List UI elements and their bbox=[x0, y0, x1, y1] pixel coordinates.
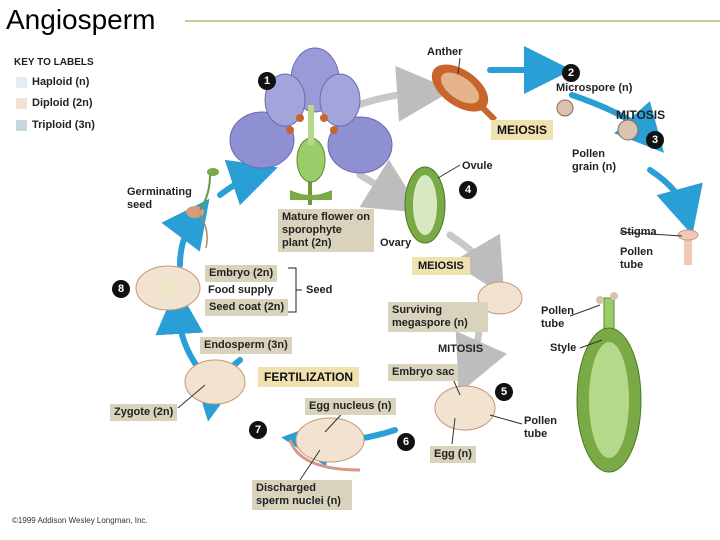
mitosis-mid-label: MITOSIS bbox=[438, 343, 484, 355]
meiosis-top-label: MEIOSIS bbox=[491, 120, 554, 140]
step-5-badge: 5 bbox=[495, 383, 513, 401]
endosperm-label: Endosperm (3n) bbox=[200, 337, 292, 354]
ovary-label: Ovary bbox=[380, 237, 412, 249]
step-1-badge: 1 bbox=[258, 72, 276, 90]
pollen-grain-label: Pollen grain (n) bbox=[572, 148, 616, 173]
egg-nucleus-label: Egg nucleus (n) bbox=[305, 398, 396, 415]
key-label-triploid: Triploid (3n) bbox=[32, 119, 95, 131]
key-heading: KEY TO LABELS bbox=[14, 57, 94, 68]
germinating-seed-label: Germinating seed bbox=[127, 186, 192, 211]
surviving-megaspore-label: Surviving megaspore (n) bbox=[388, 302, 488, 332]
step-7-badge: 7 bbox=[249, 421, 267, 439]
fertilization-illustration bbox=[295, 417, 365, 463]
stigma-label: Stigma bbox=[620, 226, 657, 238]
step-8-badge: 8 bbox=[112, 280, 130, 298]
ovule-label: Ovule bbox=[462, 160, 493, 172]
slide-title: Angiosperm bbox=[6, 4, 156, 35]
key-label-haploid: Haploid (n) bbox=[32, 76, 90, 88]
embryo-sac-illustration bbox=[434, 385, 496, 431]
seed-coat-label: Seed coat (2n) bbox=[205, 299, 289, 316]
pollen-grain-cell bbox=[617, 119, 639, 141]
anther-label: Anther bbox=[427, 46, 463, 58]
microspore-cell bbox=[556, 99, 574, 117]
pistil-illustration bbox=[576, 292, 642, 473]
microspore-label: Microspore (n) bbox=[556, 82, 633, 94]
key-swatch-triploid bbox=[16, 120, 27, 131]
style-label: Style bbox=[550, 342, 577, 354]
pollen-tube-right-label: Pollen tube bbox=[620, 246, 654, 271]
pollen-tube-mid-label: Pollen tube bbox=[541, 305, 575, 330]
arrow-pollen-to-stigma bbox=[647, 167, 703, 236]
mature-flower-label: Mature flower on sporophyte plant (2n) bbox=[278, 209, 374, 252]
mitosis-top-label: MITOSIS bbox=[616, 108, 666, 122]
seed-label: Seed bbox=[306, 284, 333, 296]
arrow-flower-to-ovule bbox=[356, 159, 422, 213]
megaspore-illustration bbox=[477, 281, 523, 315]
key-swatch-diploid bbox=[16, 98, 27, 109]
zygote-label: Zygote (2n) bbox=[110, 404, 178, 421]
key-label-diploid: Diploid (2n) bbox=[32, 97, 93, 109]
embryo-sac-label: Embryo sac bbox=[388, 364, 459, 381]
step-6-badge: 6 bbox=[397, 433, 415, 451]
food-supply-label: Food supply bbox=[208, 284, 274, 296]
zygote-illustration bbox=[184, 359, 246, 405]
step-3-badge: 3 bbox=[646, 131, 664, 149]
embryo-label: Embryo (2n) bbox=[205, 265, 278, 282]
anther-illustration bbox=[431, 64, 498, 123]
copyright-notice: ©1999 Addison Wesley Longman, Inc. bbox=[12, 516, 148, 525]
meiosis-mid-label: MEIOSIS bbox=[412, 257, 470, 275]
arrow-seed-to-germinating bbox=[161, 198, 210, 268]
egg-label: Egg (n) bbox=[430, 446, 476, 463]
key-swatch-haploid bbox=[16, 77, 27, 88]
pollen-tube-bottom-label: Pollen tube bbox=[524, 415, 558, 440]
arrow-zygote-to-seed bbox=[155, 286, 204, 373]
seed-bracket bbox=[288, 267, 302, 313]
step-2-badge: 2 bbox=[562, 64, 580, 82]
arrow-germinating-to-flower bbox=[217, 159, 278, 206]
fertilization-label: FERTILIZATION bbox=[258, 367, 360, 387]
discharged-sperm-label: Discharged sperm nuclei (n) bbox=[252, 480, 352, 510]
germinating-seed-illustration bbox=[186, 168, 219, 249]
arrow-microspore-to-pollen bbox=[569, 92, 665, 153]
stigma-illustration bbox=[677, 229, 699, 265]
ovule-illustration bbox=[404, 166, 446, 244]
step-4-badge: 4 bbox=[459, 181, 477, 199]
mature-flower-illustration bbox=[229, 47, 393, 205]
title-rule bbox=[185, 20, 720, 22]
arrow-ovule-to-megaspore bbox=[446, 231, 505, 297]
